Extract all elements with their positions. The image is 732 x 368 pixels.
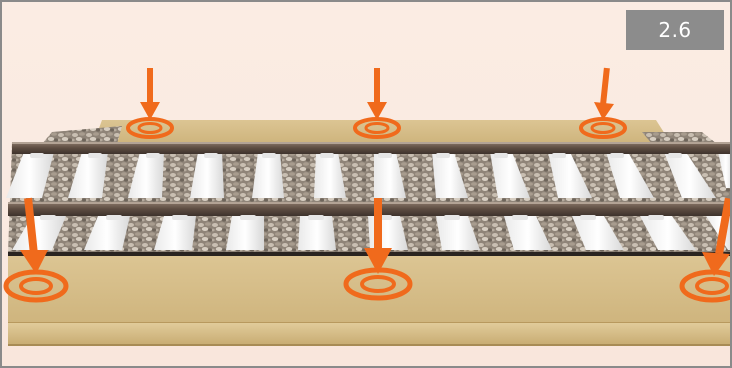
load-ring-icon xyxy=(3,197,730,303)
front-rail xyxy=(8,202,730,216)
back-rail xyxy=(12,142,730,154)
slide-number: 2.6 xyxy=(658,18,692,42)
slide-number-badge: 2.6 xyxy=(626,10,724,50)
sleepers-back-row xyxy=(6,152,730,198)
load-arrow-icon xyxy=(126,67,627,139)
